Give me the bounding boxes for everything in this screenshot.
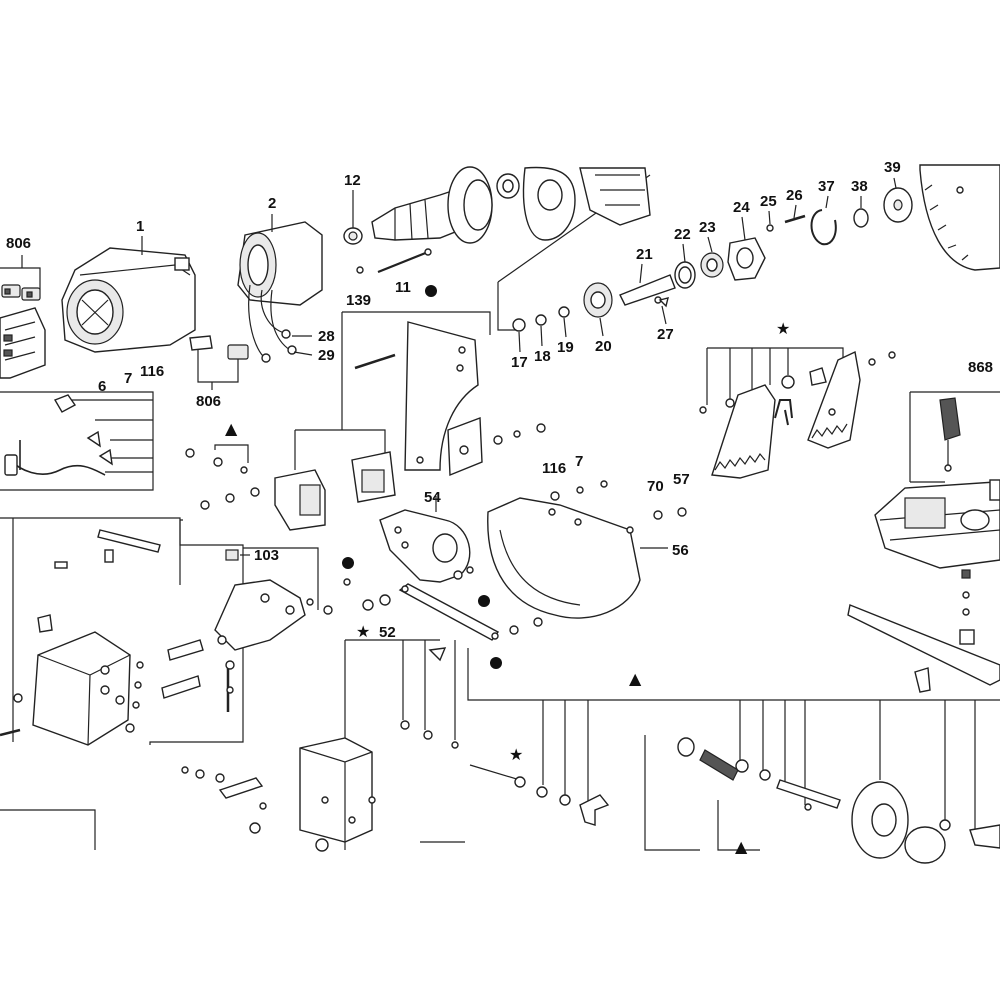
label-11: 11 [395,279,411,296]
label-29: 29 [318,347,335,364]
label-23: 23 [699,219,716,236]
label-12: 12 [344,172,361,189]
label-7: 7 [124,370,132,387]
label-37: 37 [818,178,835,195]
label-139: 139 [346,292,371,309]
part-17-20-gear-train [512,282,613,332]
part-switch-housing [0,307,46,379]
label-28: 28 [318,328,335,345]
dot-marker [490,657,502,669]
label-27: 27 [657,326,674,343]
label-7: 7 [575,453,583,470]
part-saw-blades-pair [699,350,896,479]
label-6: 6 [98,378,106,395]
part-lower-bracket [181,647,459,852]
label-17: 17 [511,354,528,371]
part-wire-assembly [4,394,113,476]
triangle-marker: ▲ [225,419,238,438]
part-868-knob-base [847,397,1000,693]
label-868: 868 [968,359,993,376]
part-1-motor-housing [61,247,196,353]
part-806-connectors [1,284,41,301]
label-25: 25 [760,193,777,210]
label-1: 1 [136,218,144,235]
part-labels: 806 1 2 12 11 139 28 29 6 7 116 806 21 2… [6,159,993,641]
part-56-blade-guard [487,497,641,619]
legend-symbols: ▲ ▲ ▲ ★ ★ ★ [225,285,790,856]
label-103: 103 [254,547,279,564]
part-25-26-pin-screw [766,214,806,232]
part-11-screw [356,248,432,274]
dot-marker [342,557,354,569]
star-marker: ★ [509,745,523,764]
label-806: 806 [6,235,31,252]
label-18: 18 [534,348,551,365]
part-gear-cover [522,166,651,241]
part-2-stator [237,221,323,363]
label-26: 26 [786,187,803,204]
part-clamp-blocks [185,448,396,531]
part-37-38-39-retainers [810,187,913,246]
star-marker: ★ [776,319,790,338]
label-56: 56 [672,542,689,559]
part-upper-bearing-ring [496,173,520,199]
part-22-24-bearings [674,237,766,289]
label-116: 116 [542,460,566,477]
part-link-arm [398,583,543,641]
part-small-hardware-mid [343,480,687,611]
label-52: 52 [379,624,396,641]
label-39: 39 [884,159,901,176]
part-lower-right-hardware [514,737,1000,864]
label-19: 19 [557,339,574,356]
label-2: 2 [268,195,276,212]
dot-marker [478,595,490,607]
part-brushes-806b [189,335,249,360]
label-21: 21 [636,246,653,263]
part-103-bracket [214,549,333,712]
part-27-key [658,297,669,308]
part-side-plate [354,321,546,477]
label-116: 116 [140,363,164,380]
label-20: 20 [595,338,612,355]
dot-marker [425,285,437,297]
label-22: 22 [674,226,691,243]
part-12-bearing [343,227,363,245]
label-70: 70 [647,478,664,495]
part-21-shaft [619,274,676,306]
triangle-marker: ▲ [629,669,642,688]
label-24: 24 [733,199,750,216]
part-54-bracket [379,509,471,583]
label-57: 57 [673,471,690,488]
label-54: 54 [424,489,441,506]
label-806: 806 [196,393,221,410]
label-leaders [141,177,897,556]
part-saw-blade-top [919,164,1000,271]
label-38: 38 [851,178,868,195]
part-left-tube-and-pins [37,529,204,699]
part-armature [371,166,493,244]
triangle-marker: ▲ [735,837,748,856]
star-marker: ★ [356,622,370,641]
part-lower-left-housing [0,631,144,746]
